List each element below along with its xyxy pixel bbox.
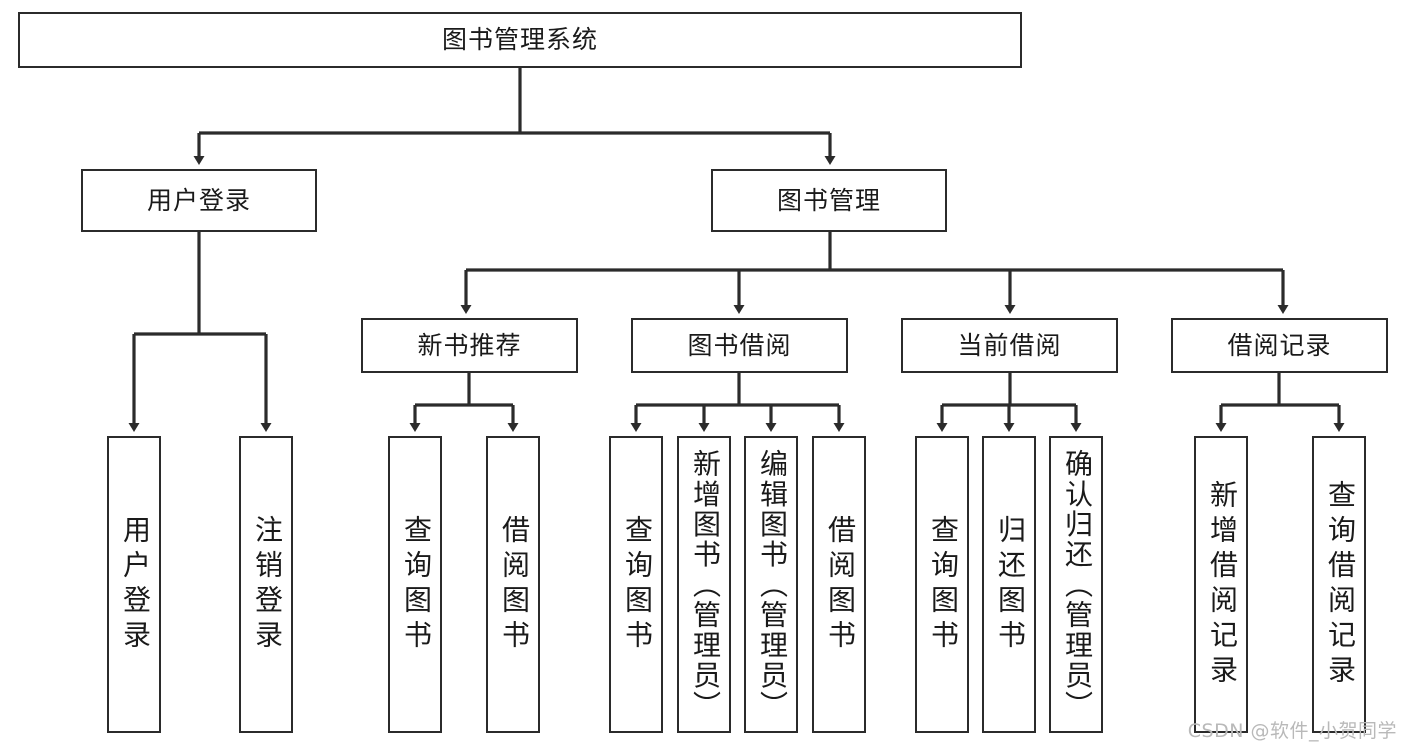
node-label: 新增图书（管理员）	[689, 448, 722, 721]
node-label: 借阅图书	[824, 514, 857, 655]
node-label: 用户登录	[146, 185, 251, 215]
leaf-add-borrow-record[interactable]: 新增借阅记录	[1194, 436, 1248, 733]
leaf-query-book-new-book[interactable]: 查询图书	[388, 436, 442, 733]
node-label: 用户登录	[119, 514, 152, 655]
node-label: 查询图书	[400, 514, 433, 655]
node-label: 归还图书	[994, 514, 1027, 655]
node-book-borrowing[interactable]: 图书借阅	[631, 318, 848, 373]
node-label: 查询图书	[927, 514, 960, 655]
node-label: 图书管理	[776, 185, 881, 215]
leaf-borrow-book-new-book[interactable]: 借阅图书	[486, 436, 540, 733]
node-label: 当前借阅	[957, 330, 1062, 360]
node-label: 确认归还（管理员）	[1061, 448, 1094, 721]
node-user-login[interactable]: 用户登录	[81, 169, 317, 232]
leaf-borrow-book-borrowing[interactable]: 借阅图书	[812, 436, 866, 733]
node-label: 图书借阅	[687, 330, 792, 360]
node-label: 查询借阅记录	[1324, 479, 1357, 690]
leaf-query-book-current[interactable]: 查询图书	[915, 436, 969, 733]
node-label: 注销登录	[251, 514, 284, 655]
node-current-borrowing[interactable]: 当前借阅	[901, 318, 1118, 373]
node-borrowing-record[interactable]: 借阅记录	[1171, 318, 1388, 373]
node-book-management[interactable]: 图书管理	[711, 169, 947, 232]
node-label: 查询图书	[621, 514, 654, 655]
leaf-query-borrow-record[interactable]: 查询借阅记录	[1312, 436, 1366, 733]
leaf-confirm-return-admin[interactable]: 确认归还（管理员）	[1049, 436, 1103, 733]
node-label: 新书推荐	[417, 330, 522, 360]
leaf-query-book-borrowing[interactable]: 查询图书	[609, 436, 663, 733]
node-label: 借阅图书	[498, 514, 531, 655]
node-label: 图书管理系统	[441, 25, 598, 54]
leaf-user-login[interactable]: 用户登录	[107, 436, 161, 733]
leaf-edit-book-admin[interactable]: 编辑图书（管理员）	[744, 436, 798, 733]
node-new-book-recommendation[interactable]: 新书推荐	[361, 318, 578, 373]
node-label: 编辑图书（管理员）	[756, 448, 789, 721]
leaf-return-book[interactable]: 归还图书	[982, 436, 1036, 733]
node-label: 新增借阅记录	[1206, 479, 1239, 690]
leaf-add-book-admin[interactable]: 新增图书（管理员）	[677, 436, 731, 733]
leaf-logout-login[interactable]: 注销登录	[239, 436, 293, 733]
node-label: 借阅记录	[1227, 330, 1332, 360]
node-root-book-management-system[interactable]: 图书管理系统	[18, 12, 1022, 68]
